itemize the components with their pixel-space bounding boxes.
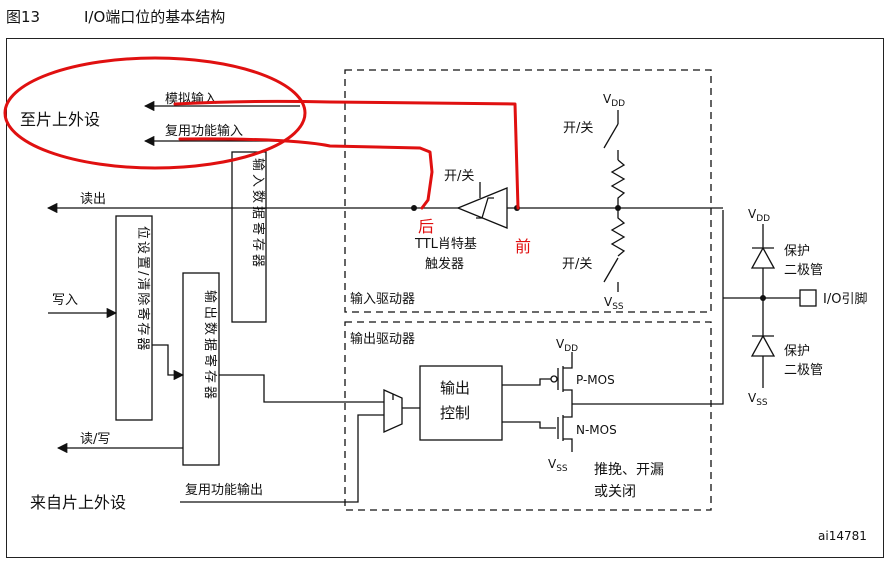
vss-pulldown: VSS	[604, 295, 624, 312]
vdd-pmos: VDD	[556, 337, 578, 354]
figure-title: I/O端口位的基本结构	[84, 8, 226, 26]
diode-label-top: 二极管	[784, 263, 823, 278]
output-data-register-label: 输出数据寄存器	[202, 290, 218, 402]
pmos-source	[563, 352, 573, 369]
input-driver-label: 输入驱动器	[350, 291, 415, 307]
input-driver-box	[344, 69, 712, 313]
output-control-label-2: 控制	[440, 404, 470, 422]
alt-func-output-line	[180, 414, 384, 503]
alt-func-input-label: 复用功能输入	[165, 123, 243, 139]
set-reset-to-odr	[152, 344, 185, 381]
nmos-label: N-MOS	[576, 423, 617, 437]
read-out-label: 读出	[80, 192, 106, 207]
vdd-pullup: VDD	[603, 92, 625, 109]
vdd-diode: VDD	[748, 207, 770, 224]
figure-number: 图13	[6, 8, 41, 26]
io-pin-label: I/O引脚	[823, 291, 867, 307]
input-data-register-label: 输入数据寄存器	[250, 158, 266, 270]
annotation-before: 前	[515, 237, 531, 256]
read-write-label: 读/写	[80, 432, 110, 447]
output-to-pin-line	[572, 210, 724, 405]
odr-to-mux	[219, 374, 384, 403]
ref-code: ai14781	[818, 529, 867, 543]
diode-bottom	[750, 334, 776, 357]
nmos-drain	[563, 404, 573, 418]
pullup-on-off-label: 开/关	[563, 121, 593, 136]
schmitt-hysteresis-icon	[476, 197, 494, 219]
write-in-label: 写入	[52, 293, 78, 308]
io-pin-pad	[799, 289, 817, 307]
pullup-resistor	[610, 159, 626, 208]
alt-func-output-label: 复用功能输出	[185, 482, 263, 498]
output-driver-box	[344, 321, 712, 511]
annotation-ellipse	[3, 56, 307, 170]
output-driver-label: 输出驱动器	[350, 331, 415, 347]
input-data-register	[231, 151, 267, 323]
pullup-switch	[603, 123, 619, 149]
schmitt-trigger	[456, 187, 508, 229]
nmos-source	[563, 438, 573, 452]
pmos-label: P-MOS	[576, 373, 615, 387]
pmos-drain	[563, 389, 573, 404]
annotation-analog-path	[173, 99, 520, 210]
protect-label-top: 保护	[784, 244, 810, 259]
bit-set-reset-register-label: 位设置/清除寄存器	[135, 226, 151, 352]
control-to-nmos	[502, 421, 556, 429]
output-mode-label-2: 或关闭	[594, 484, 636, 500]
pulldown-on-off-label: 开/关	[562, 257, 592, 272]
schmitt-on-off-label: 开/关	[444, 169, 474, 184]
output-control-box	[419, 365, 503, 441]
output-mode-label-1: 推挽、开漏	[594, 462, 664, 478]
to-peripheral-label: 至片上外设	[20, 110, 100, 129]
from-peripheral-label: 来自片上外设	[30, 493, 126, 512]
output-control-label-1: 输出	[440, 379, 470, 397]
figure-header: 图13 I/O端口位的基本结构	[6, 6, 225, 28]
output-mux	[383, 388, 403, 434]
annotation-alt-input-path	[178, 137, 434, 210]
pulldown-switch	[603, 257, 619, 283]
diagram-frame	[6, 38, 884, 558]
annotation-after: 后	[418, 217, 434, 236]
ttl-schmitt-label-2: 触发器	[425, 256, 464, 272]
vss-diode: VSS	[748, 391, 768, 408]
vss-nmos: VSS	[548, 457, 568, 474]
ttl-schmitt-label-1: TTL肖特基	[414, 237, 477, 252]
control-to-pmos	[502, 378, 552, 386]
diode-top	[750, 246, 776, 269]
diode-label-bottom: 二极管	[784, 363, 823, 378]
output-data-register	[182, 272, 220, 466]
pmos-gate-bubble	[550, 375, 558, 383]
junction-pin	[760, 295, 766, 301]
junction-after	[411, 205, 417, 211]
protect-label-bottom: 保护	[784, 344, 810, 359]
pulldown-resistor	[610, 208, 626, 257]
